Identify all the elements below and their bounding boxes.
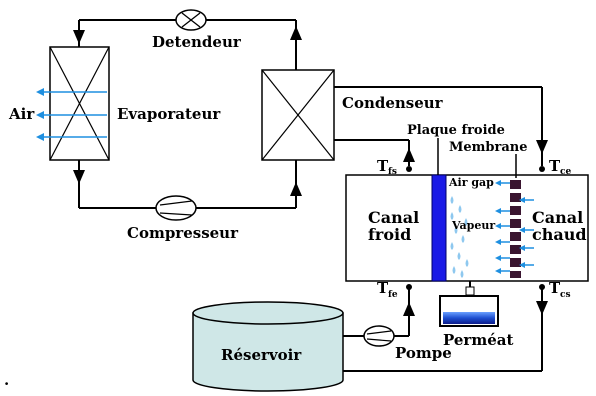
condenseur-label: Condenseur [342,94,444,112]
vapour-arrows [495,180,534,274]
arrow-up-right-bottom [290,182,302,196]
tfs-sub: fs [388,167,397,177]
plaque-froide-label: Plaque froide [407,123,505,138]
sensor-tcs: T cs [539,279,571,300]
tcs-dot [539,284,545,290]
stray-mark: . [4,371,9,389]
pompe-label: Pompe [395,344,452,362]
condenseur-to-tce-pipe [334,86,548,166]
permeate-collector [439,281,499,327]
compresseur-label: Compresseur [127,224,239,242]
reservoir-label: Réservoir [221,346,302,364]
membrane [510,178,521,278]
canal-froid-label-1: Canal [368,208,419,227]
canal-chaud-label-2: chaud [532,225,587,244]
tcs-main: T [549,279,561,297]
tfe-sub: fe [388,290,398,300]
pompe [363,325,395,347]
cold-plate [431,174,447,282]
tce-sub: ce [560,167,571,177]
hot-return-pipe [343,289,548,372]
sensor-tfe: T fe [377,279,412,300]
cold-feed-pipe [343,289,415,337]
membrane-label: Membrane [449,140,528,155]
compresseur [155,195,197,221]
tfe-main: T [377,279,389,297]
reservoir-body [192,312,344,392]
air-label: Air [8,105,35,123]
canal-froid-label-2: froid [368,225,411,244]
reservoir-group [192,301,344,392]
md-module [345,174,589,282]
compresseur-icon [155,195,197,221]
sensor-tfs: T fs [377,157,412,177]
arrow-down-left-top [73,30,85,44]
permeate-liquid [443,312,495,324]
air-gap-label: Air gap [448,176,494,189]
tce-dot [539,166,545,172]
tce-main: T [549,157,561,175]
permeat-label: Perméat [443,331,513,349]
pompe-icon [363,325,395,347]
sensor-tce: T ce [539,157,571,177]
condensate-droplets [450,196,469,278]
reservoir-top [192,301,344,325]
tcs-sub: cs [560,290,571,300]
detendeur-label: Detendeur [152,33,242,51]
tfs-main: T [377,157,389,175]
condenseur [261,69,335,161]
tfs-dot [406,166,412,172]
tfs-to-condenseur-pipe [334,139,415,166]
evaporateur-label: Evaporateur [117,105,221,123]
vapeur-label: Vapeur [451,219,495,232]
evaporateur [36,46,110,161]
loop-arrows [73,26,302,196]
arrow-up-right-top [290,26,302,40]
evaporateur-air-arrows [36,88,107,141]
canal-chaud-label-1: Canal [532,208,583,227]
arrow-down-left-bottom [73,170,85,184]
tfe-dot [406,284,412,290]
detendeur-valve [175,9,207,31]
